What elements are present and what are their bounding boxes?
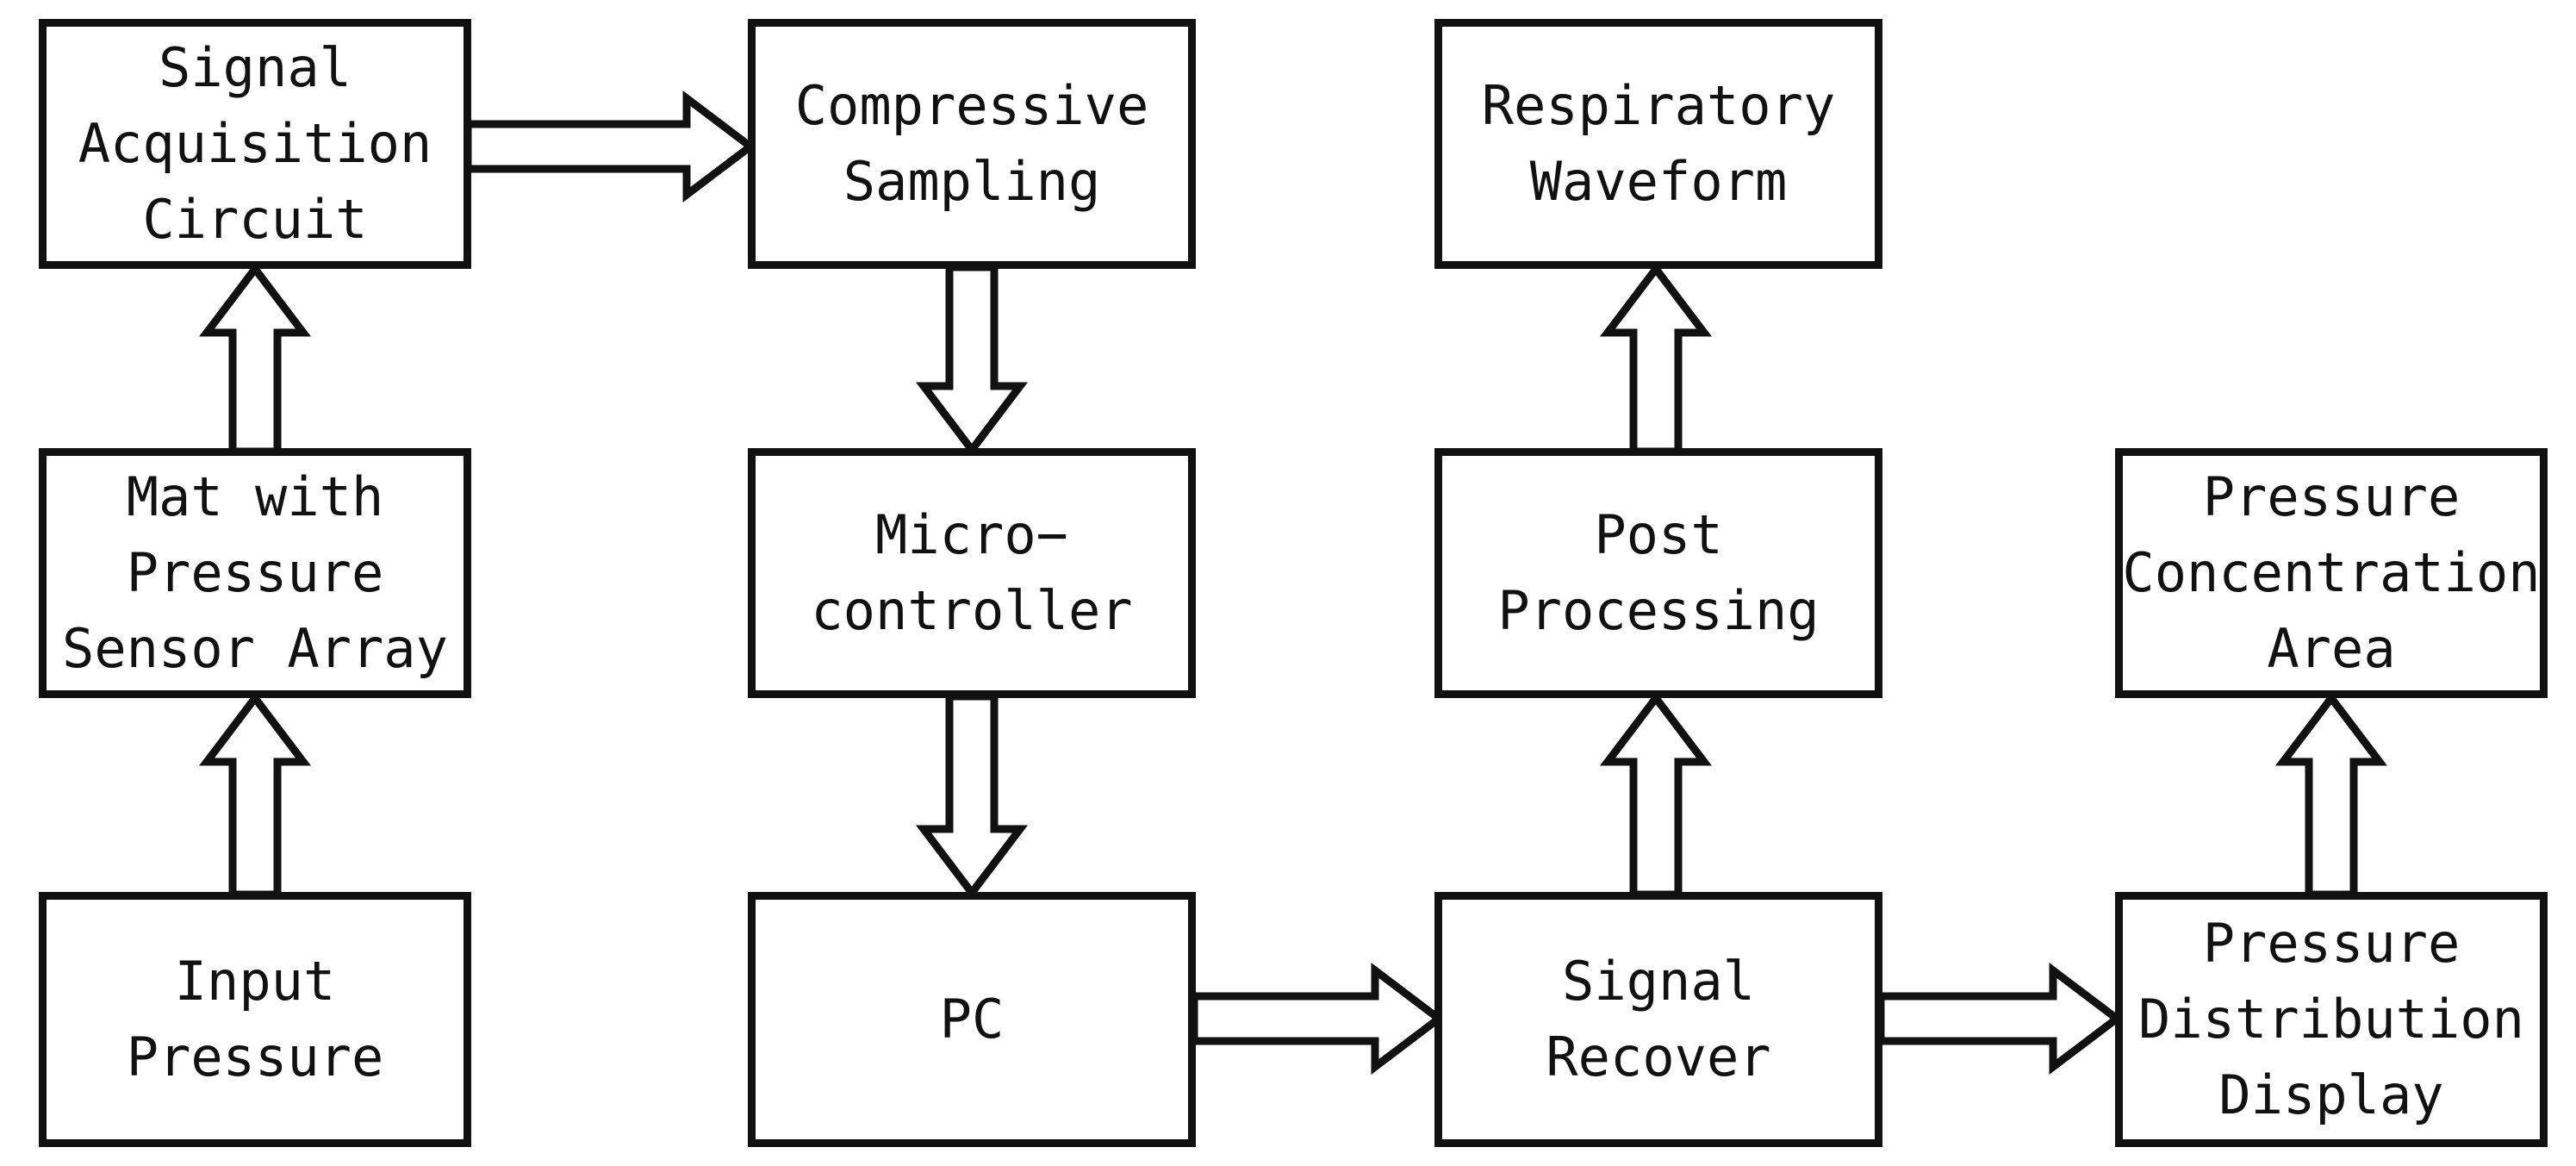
- node-label: Respiratory Waveform: [1481, 73, 1836, 213]
- arrow-right-pc-to-signal-recover: [1190, 962, 1446, 1076]
- node-label: PC: [939, 987, 1005, 1051]
- arrow-up-signal-recover-to-post-processing: [1599, 691, 1713, 899]
- arrow-up-post-processing-to-respiratory-waveform: [1599, 262, 1713, 456]
- node-compressive-sampling[interactable]: Compressive Sampling: [748, 19, 1196, 269]
- node-micro-controller[interactable]: Micro− controller: [748, 448, 1196, 698]
- node-label: Signal Acquisition Circuit: [78, 35, 432, 252]
- arrow-up-pressure-distribution-to-pressure-concentration: [2274, 691, 2388, 899]
- node-post-processing[interactable]: Post Processing: [1434, 448, 1882, 698]
- node-pressure-concentration-area[interactable]: Pressure Concentration Area: [2115, 448, 2548, 698]
- node-respiratory-waveform[interactable]: Respiratory Waveform: [1434, 19, 1882, 269]
- arrow-down-compressive-sampling-to-micro-controller: [915, 263, 1029, 457]
- node-label: Post Processing: [1497, 502, 1820, 642]
- arrow-up-input-pressure-to-mat: [198, 691, 312, 899]
- arrow-right-signal-recover-to-pressure-distribution-display: [1876, 962, 2124, 1076]
- node-mat-with-pressure-sensor-array[interactable]: Mat with Pressure Sensor Array: [39, 448, 471, 698]
- node-label: Signal Recover: [1546, 949, 1771, 1088]
- node-signal-acquisition-circuit[interactable]: Signal Acquisition Circuit: [39, 19, 471, 269]
- node-pressure-distribution-display[interactable]: Pressure Distribution Display: [2115, 892, 2548, 1147]
- node-label: Input Pressure: [126, 949, 384, 1088]
- node-label: Pressure Concentration Area: [2122, 465, 2541, 681]
- node-label: Compressive Sampling: [794, 73, 1149, 213]
- arrow-up-mat-to-signal-acquisition: [198, 262, 312, 456]
- node-input-pressure[interactable]: Input Pressure: [39, 892, 471, 1147]
- node-label: Micro− controller: [811, 502, 1133, 642]
- arrow-down-micro-controller-to-pc: [915, 692, 1029, 900]
- arrow-right-signal-acquisition-to-compressive-sampling: [464, 90, 757, 203]
- node-pc[interactable]: PC: [748, 892, 1196, 1147]
- node-label: Pressure Distribution Display: [2138, 911, 2524, 1127]
- node-label: Mat with Pressure Sensor Array: [62, 465, 448, 681]
- node-signal-recover[interactable]: Signal Recover: [1434, 892, 1882, 1147]
